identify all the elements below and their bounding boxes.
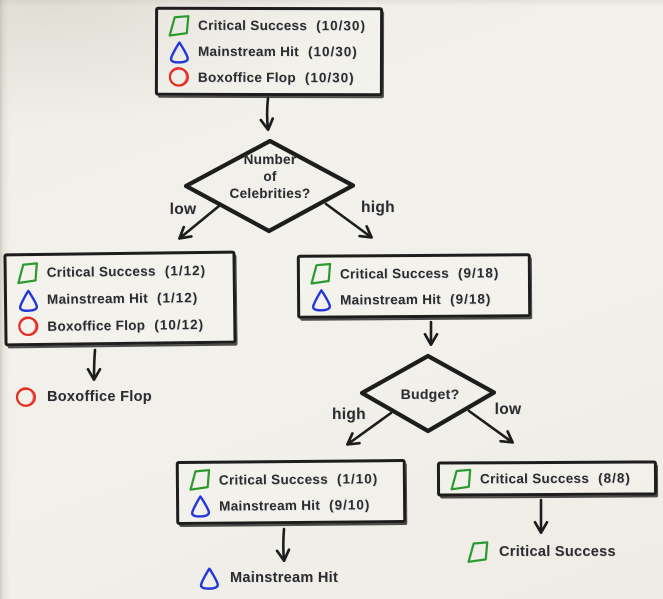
leaf-label: Mainstream Hit [230,570,339,586]
outcome-count: (9/18) [450,290,492,307]
stat-row: Boxoffice Flop (10/12) [16,312,229,339]
outcome-label: Mainstream Hit [219,497,321,514]
budget-question: Budget? [366,386,494,403]
stat-row: Mainstream Hit (10/30) [167,39,376,64]
boxoffice-flop-icon [18,316,39,337]
mainstream-hit-icon [18,289,39,312]
arrow-budgethighbox-to-hit-leaf [275,527,291,563]
outcome-label: Critical Success [218,471,329,488]
stat-row: Critical Success (10/30) [167,13,376,38]
outcome-label: Mainstream Hit [340,291,442,308]
celebrities-question: Number of Celebrities? [190,151,350,202]
node-celeb-low-box: Critical Success (1/12) Mainstream Hit (… [3,250,237,347]
node-budget-low-box: Critical Success (8/8) [436,460,658,497]
outcome-count: (10/30) [316,18,366,34]
stat-row: Critical Success (1/10) [188,466,399,492]
outcome-label: Critical Success [46,263,156,281]
outcome-label: Mainstream Hit [46,290,149,307]
outcome-count: (10/30) [304,69,355,85]
leaf-critical-success: Critical Success [466,540,616,564]
branch-label-high: high [332,406,366,423]
node-root-box: Critical Success (10/30) Mainstream Hit … [154,6,384,97]
question-line: of [263,169,277,184]
branch-label-low: low [169,201,197,218]
question-line: Celebrities? [229,186,311,201]
stat-row: Critical Success (1/12) [16,258,229,285]
outcome-count: (9/18) [457,264,500,281]
leaf-mainstream-hit: Mainstream Hit [197,566,338,590]
branch-label-low: low [494,401,522,418]
critical-success-icon [467,541,489,563]
stat-row: Critical Success (8/8) [449,466,650,491]
stat-row: Mainstream Hit (9/18) [309,286,524,312]
critical-success-icon [450,468,472,490]
outcome-label: Critical Success [479,470,590,487]
stat-row: Boxoffice Flop (10/30) [167,65,376,90]
outcome-count: (1/10) [336,470,379,487]
mainstream-hit-icon [311,289,332,312]
outcome-count: (1/12) [164,263,207,279]
question-line: Number [243,152,297,167]
leaf-boxoffice-flop: Boxoffice Flop [14,385,152,409]
stat-row: Critical Success (9/18) [309,260,524,286]
outcome-count: (1/12) [156,290,199,306]
stat-row: Mainstream Hit (9/10) [188,492,399,518]
outcome-count: (9/10) [329,496,371,513]
boxoffice-flop-icon [15,387,37,407]
node-celeb-high-box: Critical Success (9/18) Mainstream Hit (… [296,253,532,319]
boxoffice-flop-icon [168,67,189,87]
leaf-label: Boxoffice Flop [47,389,152,405]
outcome-label: Boxoffice Flop [197,69,296,85]
question-line: Budget? [400,386,460,402]
outcome-label: Critical Success [339,265,450,282]
mainstream-hit-icon [169,40,189,64]
leaf-label: Critical Success [499,544,616,560]
node-budget-high-box: Critical Success (1/10) Mainstream Hit (… [175,458,407,526]
outcome-count: (10/12) [154,316,205,333]
branch-label-high: high [361,199,395,216]
critical-success-icon [310,262,332,285]
critical-success-icon [168,14,190,37]
arrow-lowbox-to-flop-leaf [86,348,102,382]
outcome-count: (8/8) [598,470,631,486]
outcome-count: (10/30) [307,44,358,60]
mainstream-hit-icon [191,495,211,518]
critical-success-icon [17,262,38,284]
outcome-label: Boxoffice Flop [47,317,146,334]
outcome-label: Mainstream Hit [197,43,300,60]
stat-row: Mainstream Hit (1/12) [16,285,229,312]
arrow-root-to-celebrities [259,96,275,132]
mainstream-hit-icon [199,567,219,590]
outcome-label: Critical Success [198,18,308,34]
critical-success-icon [189,469,211,491]
